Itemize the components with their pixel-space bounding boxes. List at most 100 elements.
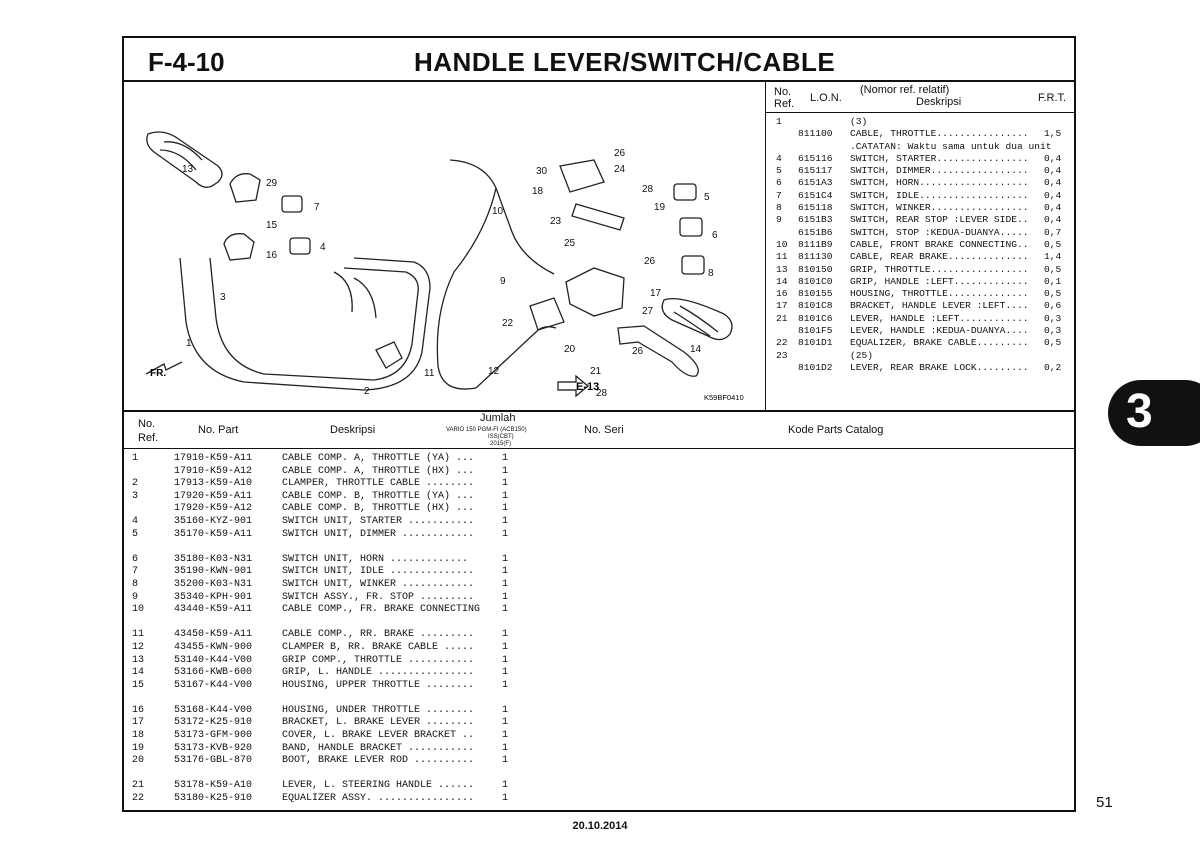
part-cell-desc: BAND, HANDLE BRACKET ........... — [282, 742, 475, 754]
part-cell-desc: GRIP COMP., THROTTLE ........... — [282, 654, 475, 666]
parts-header-part: No. Part — [198, 424, 239, 436]
part-cell-part: 53180-K25-910 — [174, 793, 253, 805]
part-cell-part: 43440-K59-A11 — [174, 604, 253, 616]
left-grip-ridges — [159, 141, 203, 171]
lon-cell-frt: 0,2 — [1044, 361, 1062, 373]
brake-cable-shape — [436, 159, 555, 390]
switch-7-shape — [281, 195, 303, 213]
lon-cell-no: 13 — [776, 263, 788, 275]
switch-5-shape — [673, 183, 697, 201]
section-tab: 3 — [1108, 380, 1200, 446]
part-cell-qty: 1 — [502, 528, 509, 540]
part-cell-no: 3 — [132, 490, 139, 502]
callout-16: 16 — [266, 250, 278, 261]
callout-10: 10 — [492, 206, 504, 217]
part-cell-qty: 1 — [502, 490, 509, 502]
part-cell-part: 35200-K03-N31 — [174, 578, 253, 590]
part-cell-no: 19 — [132, 742, 145, 754]
part-cell-qty: 1 — [502, 780, 509, 792]
lever-bracket-shape — [565, 267, 625, 317]
part-cell-part: 43450-K59-A11 — [174, 629, 253, 641]
part-cell-desc: COVER, L. BRAKE LEVER BRACKET .. — [282, 730, 475, 742]
part-cell-desc: CLAMPER B, RR. BRAKE CABLE ..... — [282, 641, 475, 653]
part-cell-no: 9 — [132, 591, 139, 603]
print-date: 20.10.2014 — [572, 820, 628, 832]
e13-reference-label: E-13 — [576, 381, 599, 393]
callout-7: 7 — [314, 202, 320, 213]
part-cell-qty: 1 — [502, 755, 509, 767]
part-cell-qty: 1 — [502, 578, 509, 590]
throttle-cable-ends — [333, 271, 377, 319]
front-arrow-shape — [145, 361, 183, 375]
part-cell-qty: 1 — [502, 730, 509, 742]
part-cell-qty: 1 — [502, 717, 509, 729]
page-title: HANDLE LEVER/SWITCH/CABLE — [414, 47, 836, 77]
part-cell-qty: 1 — [502, 591, 509, 603]
lon-cell-lon: 615116 — [798, 152, 833, 164]
callout-29: 28 — [642, 184, 654, 195]
part-cell-no: 13 — [132, 654, 145, 666]
lon-cell-no: 11 — [776, 251, 788, 263]
callout-24: 24 — [614, 164, 626, 175]
lon-cell-frt: 0,4 — [1044, 177, 1062, 189]
lon-cell-desc: SWITCH, REAR STOP :LEVER SIDE.. — [850, 214, 1029, 226]
lon-cell-desc: .CATATAN: Waktu sama untuk dua unit — [850, 140, 1052, 152]
lon-row: .CATATAN: Waktu sama untuk dua unit — [766, 141, 1076, 153]
part-cell-part: 35180-K03-N31 — [174, 553, 253, 565]
callout-14: 14 — [690, 344, 702, 355]
lon-cell-lon: 6151B6 — [798, 226, 833, 238]
row-spacer — [124, 768, 1078, 781]
lon-cell-lon: 8101D2 — [798, 361, 833, 373]
front-arrow-label: FR. — [150, 368, 166, 379]
left-grip-shape — [146, 131, 223, 188]
lon-cell-desc: SWITCH, HORN................... — [850, 177, 1029, 189]
callout-28b: 28 — [596, 388, 608, 399]
callout-22: 22 — [502, 318, 514, 329]
part-cell-qty: 1 — [502, 604, 509, 616]
lon-header-frt: F.R.T. — [1038, 92, 1067, 104]
lon-cell-frt: 0,5 — [1044, 337, 1062, 349]
brake-lever-shape — [617, 325, 699, 377]
lon-cell-lon: 6151A3 — [798, 177, 833, 189]
part-cell-desc: CABLE COMP., RR. BRAKE ......... — [282, 629, 475, 641]
callout-8: 8 — [708, 268, 714, 279]
lon-cell-frt: 0,1 — [1044, 275, 1062, 287]
lon-cell-frt: 0,6 — [1044, 300, 1062, 312]
part-cell-no: 8 — [132, 578, 139, 590]
lon-header-rule — [766, 112, 1076, 113]
equalizer-shape — [529, 297, 565, 331]
rear-brake-cable-shape — [475, 326, 557, 389]
part-cell-qty: 1 — [502, 566, 509, 578]
callout-11: 11 — [424, 368, 435, 379]
part-cell-qty: 1 — [502, 654, 509, 666]
part-cell-desc: BRACKET, L. BRAKE LEVER ........ — [282, 717, 475, 729]
lon-cell-frt: 0,5 — [1044, 238, 1062, 250]
lon-cell-no: 10 — [776, 238, 788, 250]
callout-4: 4 — [320, 242, 326, 253]
upper-housing-shape — [229, 173, 261, 203]
table-row: 19 53173-KVB-920 BAND, HANDLE BRACKET ....… — [124, 743, 1078, 756]
catalog-page-frame: F-4-10 HANDLE LEVER/SWITCH/CABLE — [122, 36, 1076, 812]
callout-17: 17 — [650, 288, 662, 299]
callout-2: 2 — [364, 386, 370, 397]
part-cell-part: 17920-K59-A12 — [174, 503, 253, 515]
part-cell-part: 43455-KWN-900 — [174, 641, 253, 653]
part-cell-part: 17920-K59-A11 — [174, 490, 253, 502]
lon-cell-lon: 8101D1 — [798, 337, 833, 349]
part-cell-part: 53173-KVB-920 — [174, 742, 253, 754]
part-cell-desc: HOUSING, UPPER THROTTLE ........ — [282, 679, 475, 691]
parts-header-kode: Kode Parts Catalog — [788, 424, 884, 436]
e13-reference: E-13 — [557, 374, 599, 398]
callout-15: 15 — [266, 220, 278, 231]
